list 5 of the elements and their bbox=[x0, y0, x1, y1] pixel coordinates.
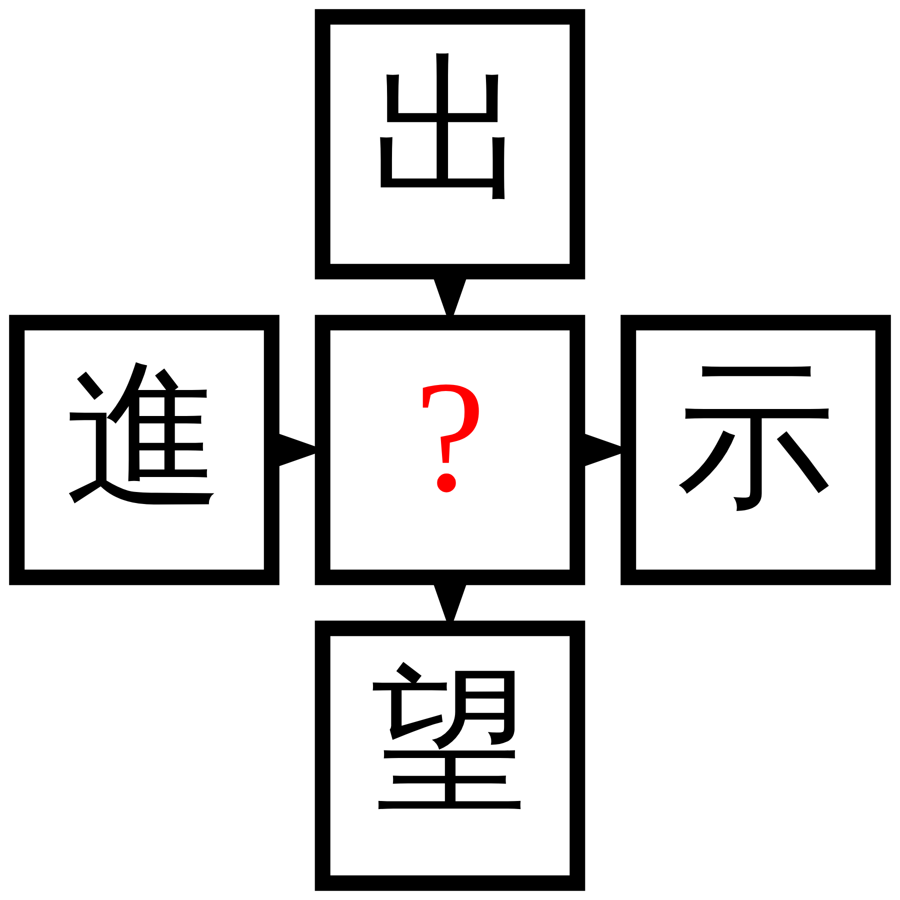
node-box: 望 bbox=[314, 620, 586, 891]
node-box: 進 bbox=[9, 314, 280, 586]
node-box: ? bbox=[314, 314, 586, 586]
node-box: 示 bbox=[620, 314, 891, 586]
node-box: 出 bbox=[314, 9, 586, 280]
